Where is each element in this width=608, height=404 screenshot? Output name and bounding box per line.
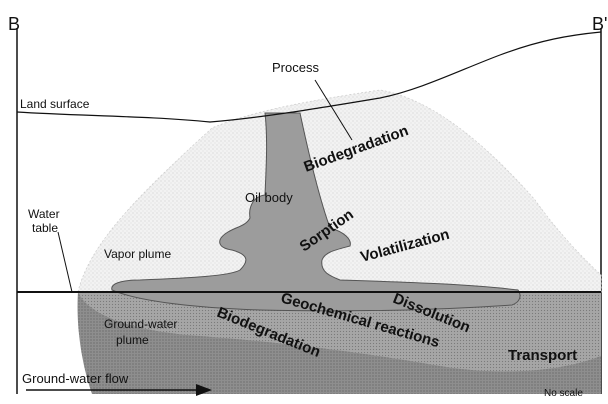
label-transport: Transport [508,347,577,364]
label-water-table: Water table [28,207,63,235]
label-ground-water-flow: Ground-water flow [22,371,129,386]
label-process: Process [272,60,319,75]
label-oil-body: Oil body [245,190,293,205]
label-vapor-plume: Vapor plume [104,247,171,261]
label-land-surface: Land surface [20,97,90,111]
section-label-left: B [8,14,20,34]
section-label-right: B' [592,14,607,34]
water-table-pointer-line [58,232,72,292]
label-no-scale: No scale [544,388,583,399]
